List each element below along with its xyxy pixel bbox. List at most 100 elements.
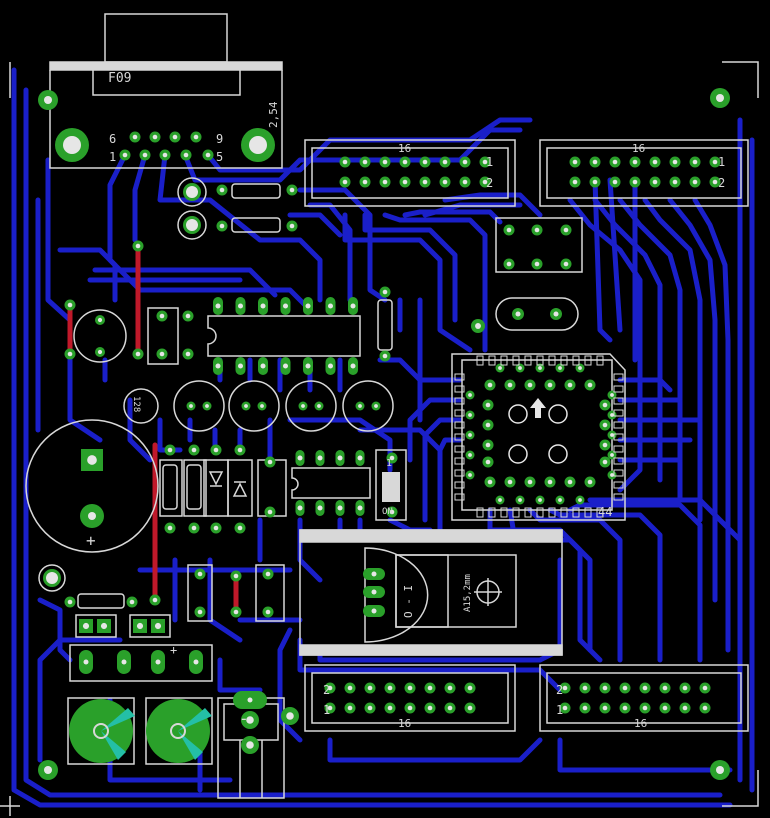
- pad-hole: [246, 741, 254, 749]
- pad-hole: [387, 705, 393, 711]
- pad-hole: [305, 363, 311, 369]
- plcc-finger: [454, 445, 465, 453]
- pad-hole: [427, 685, 433, 691]
- pad-hole: [327, 705, 333, 711]
- pad-hole: [121, 659, 127, 665]
- pad-hole: [567, 382, 573, 388]
- pad-hole: [215, 363, 221, 369]
- plcc-finger: [454, 397, 465, 405]
- pad-hole: [129, 599, 135, 605]
- pad-hole: [297, 505, 303, 511]
- pad-hole: [518, 498, 522, 502]
- pad-hole: [562, 685, 568, 691]
- plcc-finger: [454, 409, 465, 417]
- pad-hole: [347, 705, 353, 711]
- dip-8-outline: [291, 467, 371, 499]
- pad-hole: [244, 404, 248, 408]
- header-tl-count: 16: [398, 142, 411, 155]
- pad-hole: [283, 303, 288, 309]
- pad-hole: [358, 404, 362, 408]
- pad-hole: [612, 179, 618, 185]
- pad-hole: [191, 447, 197, 453]
- pad-hole: [642, 705, 648, 711]
- plcc-finger: [584, 507, 592, 518]
- pad-hole: [610, 433, 614, 437]
- idc-header-top-right: [539, 139, 749, 207]
- plcc-finger: [476, 355, 484, 366]
- pad-hole: [305, 303, 311, 309]
- plcc-finger: [613, 409, 624, 417]
- pad-hole: [213, 447, 219, 453]
- pad-hole: [610, 393, 614, 397]
- plcc-finger: [454, 469, 465, 477]
- small-cap-label: 128: [131, 396, 141, 412]
- pad-hole: [237, 447, 243, 453]
- pad-hole: [265, 609, 271, 615]
- pad-hole: [485, 402, 491, 408]
- pad-hole: [63, 136, 81, 154]
- pad-hole: [712, 159, 718, 165]
- plcc-finger: [488, 355, 496, 366]
- plcc-finger: [613, 421, 624, 429]
- plcc-inner-hole: [508, 404, 528, 424]
- pad-hole: [172, 134, 178, 140]
- pad-hole: [213, 525, 219, 531]
- pad-hole: [578, 498, 582, 502]
- pad-hole: [342, 179, 348, 185]
- pad-hole: [482, 159, 488, 165]
- plcc-finger: [613, 385, 624, 393]
- pad-hole: [382, 159, 388, 165]
- pad-hole: [67, 351, 73, 357]
- plcc-finger: [613, 481, 624, 489]
- plcc-finger: [500, 355, 508, 366]
- plcc-finger: [476, 507, 484, 518]
- pad-hole: [237, 525, 243, 531]
- pad-hole: [97, 349, 103, 355]
- plcc-orientation-arrow: [530, 398, 546, 418]
- pad-hole: [350, 303, 356, 309]
- pad-hole: [468, 413, 472, 417]
- pad-hole: [387, 685, 393, 691]
- pad-hole: [189, 404, 193, 408]
- pad-hole: [467, 705, 473, 711]
- header-bl-count: 16: [398, 717, 411, 730]
- pad-hole: [350, 363, 356, 369]
- plcc-inner-hole: [548, 404, 568, 424]
- silkscreen: [0, 13, 759, 816]
- plcc-inner-hole: [508, 444, 528, 464]
- pad-hole: [498, 366, 502, 370]
- pad-hole: [97, 317, 103, 323]
- to220-minus-label: -: [239, 709, 249, 728]
- plcc-finger: [572, 507, 580, 518]
- trimmer-planes: [69, 699, 212, 763]
- pad-hole: [662, 705, 668, 711]
- plcc-finger: [454, 457, 465, 465]
- plcc-finger: [524, 355, 532, 366]
- pad-hole: [558, 498, 562, 502]
- plcc-finger: [536, 507, 544, 518]
- plcc-finger: [548, 507, 556, 518]
- pad-hole: [159, 351, 165, 357]
- header-tr-pin1: 1: [718, 155, 725, 169]
- trimmer-left: [67, 697, 135, 765]
- pad-hole: [538, 498, 542, 502]
- top-traces: [67, 243, 239, 615]
- pad-hole: [260, 404, 264, 408]
- pad-hole: [67, 599, 73, 605]
- pad-hole: [152, 597, 158, 603]
- plcc-finger: [613, 397, 624, 405]
- pad-hole: [716, 766, 724, 774]
- pad-hole: [407, 705, 413, 711]
- pad-hole: [152, 134, 158, 140]
- pad-hole: [527, 479, 533, 485]
- pad-hole: [197, 609, 203, 615]
- plcc-finger: [613, 433, 624, 441]
- pad-hole: [389, 509, 395, 515]
- pad-hole: [602, 705, 608, 711]
- pad-hole: [498, 498, 502, 502]
- pad-hole: [337, 505, 343, 511]
- pad-hole: [371, 608, 377, 614]
- pad-hole: [538, 366, 542, 370]
- pad-hole: [215, 303, 221, 309]
